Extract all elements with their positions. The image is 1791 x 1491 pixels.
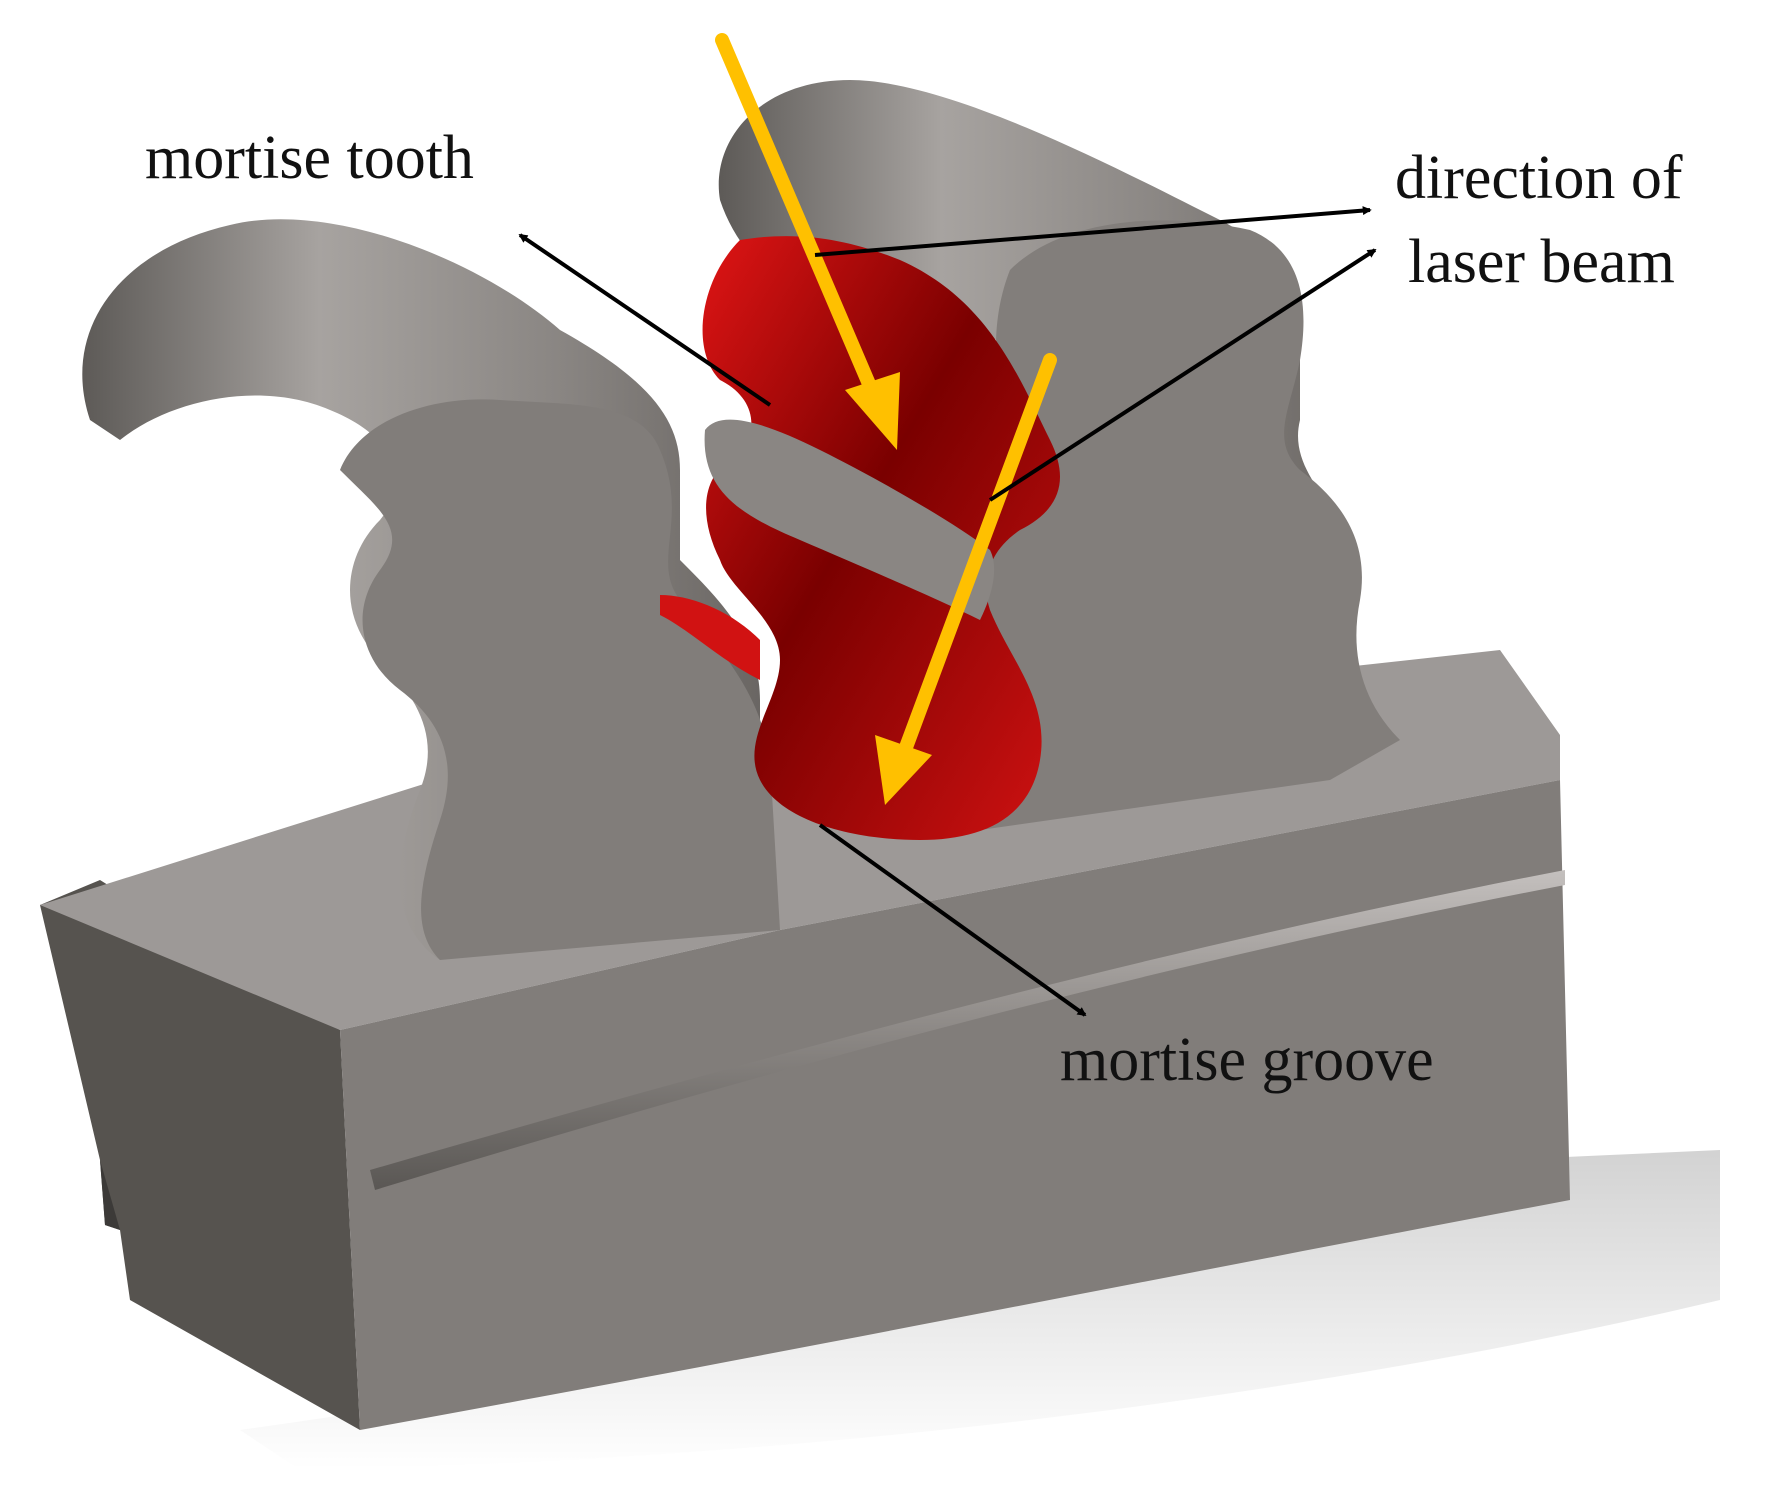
laser-beam-arrows [715,33,1057,805]
pointer-mortise-tooth [518,233,772,407]
pointer-mortise-groove [818,823,1087,1017]
base-step [100,1160,120,1230]
left-side-face [40,880,360,1430]
groove-ridge [704,419,995,620]
laser-beam-arrowhead-2 [875,735,932,805]
label-mortise-tooth: mortise tooth [145,124,474,192]
right-tooth-front [943,220,1400,831]
laser-cut-left-sliver [660,595,760,680]
laser-beam-arrowhead-1 [845,372,900,450]
pointer-laser-beam-1 [814,206,1372,257]
label-mortise-groove: mortise groove [1060,1026,1434,1094]
laser-beam-arrow-2 [898,353,1057,757]
pointer-laser-beam-2 [988,248,1377,502]
pointer-arrows [518,206,1377,1017]
label-direction-line2: laser beam [1408,228,1675,296]
laser-beam-arrow-1 [715,33,885,412]
left-tooth-front [340,399,780,960]
rim-bar [370,870,1565,1190]
label-direction-line1: direction of [1395,144,1683,212]
